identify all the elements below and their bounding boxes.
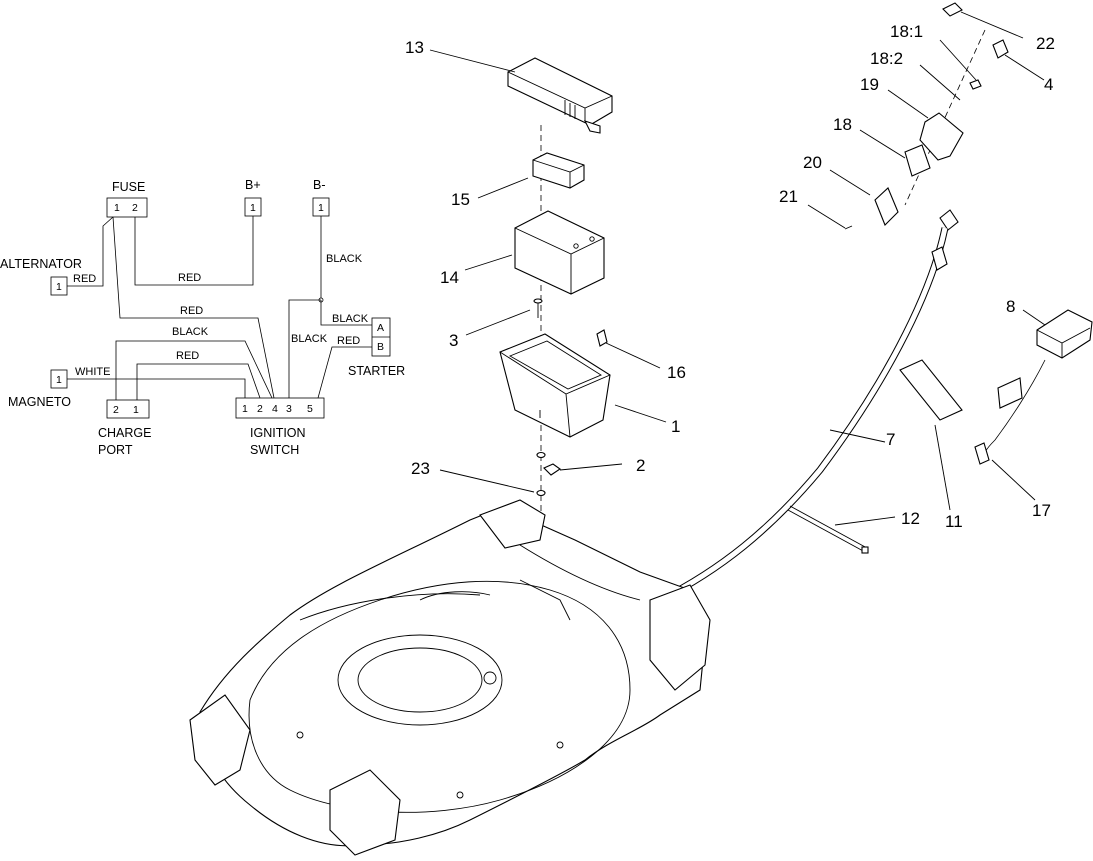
cable-tie-part	[787, 505, 869, 554]
starter-pin-a: A	[377, 322, 384, 334]
ignition-pin-4: 4	[272, 403, 278, 415]
starter-pin-b: B	[377, 341, 384, 353]
callout-12: 12	[901, 509, 920, 528]
decal-part	[899, 359, 963, 421]
callout-3: 3	[449, 331, 458, 350]
mower-deck-part	[189, 499, 711, 856]
callout-15: 15	[451, 190, 470, 209]
charge-port-connector	[106, 399, 150, 419]
charge-port-title-2: PORT	[98, 443, 133, 457]
wire-label-magneto-white: WHITE	[75, 366, 110, 378]
callout-8: 8	[1006, 297, 1015, 316]
battery-part	[514, 210, 605, 295]
callout-19: 19	[860, 75, 879, 94]
callout-17: 17	[1032, 501, 1051, 520]
ignition-switch-title-1: IGNITION	[250, 426, 306, 440]
charge-port-pin-2: 2	[113, 404, 119, 416]
starter-title: STARTER	[348, 364, 405, 378]
ignition-switch-part	[904, 144, 931, 177]
callout-1: 1	[671, 417, 680, 436]
callout-13: 13	[405, 38, 424, 57]
alternator-title: ALTERNATOR	[0, 257, 82, 271]
callout-22: 22	[1036, 34, 1055, 53]
screw-part	[533, 298, 543, 318]
callout-14: 14	[440, 268, 459, 287]
magneto-pin: 1	[56, 374, 62, 386]
b-plus-pin: 1	[250, 202, 256, 214]
b-minus-pin: 1	[318, 202, 324, 214]
leader-lines	[429, 11, 1046, 526]
wire-label-starter-a-black: BLACK	[332, 313, 369, 325]
callout-2: 2	[636, 456, 645, 475]
b-plus-title: B+	[245, 178, 261, 192]
fuse-connector	[106, 197, 148, 218]
charge-port-pin-1: 1	[133, 404, 139, 416]
wire-label-ign3-black: BLACK	[291, 333, 328, 345]
key-cap-part	[942, 2, 963, 17]
callout-18: 18	[833, 115, 852, 134]
fuse-pin-1: 1	[114, 202, 120, 214]
key-spring-part	[969, 79, 982, 90]
wire-label-fuse-ign-red: RED	[180, 305, 203, 317]
charger-part	[974, 309, 1093, 465]
callout-labels: 13 15 14 3 16 1 23 2 22 18:1 18:2 4 19 1…	[405, 22, 1055, 531]
fuse-pin-2: 2	[132, 202, 138, 214]
foam-pad-part	[532, 152, 585, 189]
fuse-title: FUSE	[112, 180, 145, 194]
charge-port-title-1: CHARGE	[98, 426, 151, 440]
wire-harness-part	[658, 209, 959, 604]
switch-bezel-part	[919, 112, 964, 161]
clip-part	[596, 329, 608, 347]
callout-18-1: 18:1	[890, 22, 923, 41]
callout-4: 4	[1044, 75, 1053, 94]
callout-18-2: 18:2	[870, 49, 903, 68]
wire-label-bplus-red: RED	[178, 272, 201, 284]
schematic-wires: RED RED BLACK BLACK RED BLACK RED BLACK	[67, 216, 372, 400]
ignition-pin-2: 2	[257, 403, 263, 415]
b-minus-title: B-	[313, 178, 326, 192]
battery-tray-part	[499, 333, 611, 438]
wire-label-alt-red: RED	[73, 273, 96, 285]
callout-23: 23	[411, 459, 430, 478]
ignition-assembly	[844, 2, 1009, 230]
ignition-pin-3: 3	[286, 403, 292, 415]
wire-label-bminus-black: BLACK	[326, 253, 363, 265]
callout-11: 11	[945, 512, 963, 531]
callout-21: 21	[779, 187, 798, 206]
key-part	[992, 39, 1009, 59]
switch-nut-part	[874, 187, 899, 226]
ignition-pin-5: 5	[307, 403, 313, 415]
battery-stack	[499, 57, 613, 625]
callout-20: 20	[803, 153, 822, 172]
wire-label-cp-black: BLACK	[172, 326, 209, 338]
ignition-switch-title-2: SWITCH	[250, 443, 299, 457]
callout-16: 16	[667, 363, 686, 382]
ignition-pin-1: 1	[242, 403, 248, 415]
wire-label-starter-b-red: RED	[337, 335, 360, 347]
magneto-title: MAGNETO	[8, 395, 71, 409]
ignition-switch-connector	[235, 397, 325, 419]
alternator-pin: 1	[56, 281, 62, 293]
callout-7: 7	[886, 430, 895, 449]
wiring-schematic: FUSE 1 2 B+ 1 B- 1 ALTERNATOR 1 1 MAGNET…	[0, 178, 405, 457]
battery-cover-part	[507, 57, 613, 134]
grommet-part	[536, 451, 561, 497]
wire-label-cp-red: RED	[176, 350, 199, 362]
